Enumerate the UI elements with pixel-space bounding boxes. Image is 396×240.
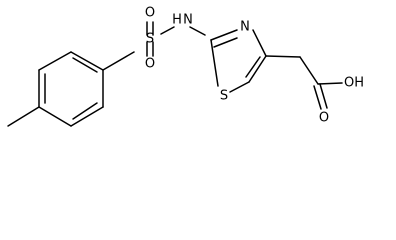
sulfur-nitrogen-bond [160, 26, 175, 35]
carbonyl-double-bond [319, 83, 328, 109]
carboxyl-carbon-bond [299, 56, 319, 85]
thiazole-ring [210, 29, 267, 93]
ring-bond [252, 29, 267, 57]
sulfonyl-sulfur-label: S [146, 32, 154, 47]
ring-bond [38, 106, 72, 127]
sulfonyl-oxygen-bottom-label: O [145, 57, 155, 72]
amine-nitrogen-label: N [183, 13, 193, 28]
ring-bond [229, 81, 250, 93]
sulfonyl-oxygen-top-label: O [145, 6, 155, 21]
ring-bond [210, 39, 219, 87]
ring-inner-double-bond [213, 37, 238, 48]
ring-inner-double-bond [72, 102, 98, 120]
hydroxyl-label: OH [344, 76, 364, 91]
ring-inner-double-bond [72, 57, 98, 73]
chemical-structure: S O O H N N S OH O [7, 6, 364, 127]
methyl-bond [7, 106, 40, 127]
carbonyl-oxygen-label: O [319, 111, 329, 126]
toluene-ring [38, 51, 104, 127]
methylene-bond [265, 55, 301, 58]
ring-inner-double-bond [245, 56, 261, 78]
ring-bond [248, 55, 267, 83]
amine-hydrogen-label: H [172, 13, 182, 28]
thiazole-nitrogen-label: N [240, 20, 250, 35]
ring-bond [210, 29, 238, 41]
ring-bond [70, 106, 104, 127]
aryl-sulfur-bond [102, 51, 135, 71]
ring-bond [70, 51, 104, 71]
hydroxyl-bond [317, 82, 343, 85]
ring-bond [38, 51, 72, 71]
thiazole-sulfur-label: S [220, 89, 228, 104]
amine-ring-bond [189, 26, 206, 36]
carbonyl-double-bond [313, 85, 322, 110]
